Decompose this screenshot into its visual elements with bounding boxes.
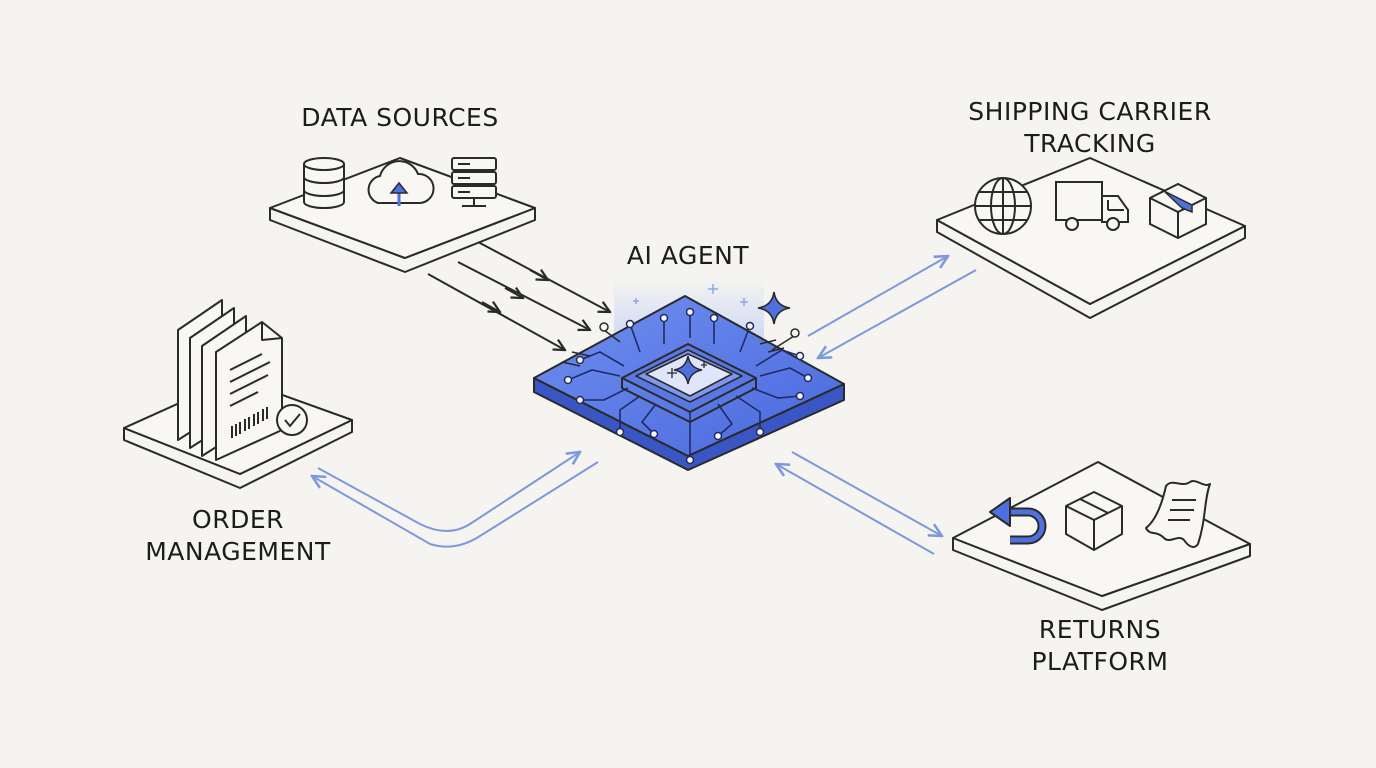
shipping-title: SHIPPING CARRIER TRACKING (930, 96, 1250, 160)
check-circle-icon (276, 404, 308, 436)
ai-agent-title-text: AI AGENT (626, 241, 750, 270)
globe-icon (974, 177, 1032, 235)
database-icon (303, 157, 345, 209)
cloud-upload-icon (367, 160, 435, 206)
shipping-title-line1: SHIPPING CARRIER (968, 97, 1212, 126)
documents-icon (177, 299, 283, 461)
returns-connector (776, 451, 942, 555)
sparkle-icon (633, 284, 791, 385)
returns-title: RETURNS PLATFORM (990, 614, 1210, 678)
package-icon (1149, 182, 1207, 240)
data-sources-title: DATA SOURCES (260, 102, 540, 134)
receipt-icon (1145, 480, 1211, 548)
order-management-title-line2: MANAGEMENT (145, 537, 331, 566)
ai-agent-title: AI AGENT (588, 240, 788, 272)
return-arrow-icon (989, 497, 1047, 545)
data-sources-title-text: DATA SOURCES (301, 103, 499, 132)
order-management-title-line1: ORDER (192, 505, 284, 534)
order-connector (312, 452, 599, 548)
box-icon (1065, 491, 1123, 551)
shipping-connector (807, 256, 977, 358)
data-flow-arrows (427, 241, 610, 350)
server-icon (451, 157, 497, 207)
returns-title-line2: PLATFORM (1031, 647, 1169, 676)
order-management-title: ORDER MANAGEMENT (118, 504, 358, 568)
returns-title-line1: RETURNS (1038, 615, 1162, 644)
barcode-icon (231, 407, 268, 438)
shipping-title-line2: TRACKING (1024, 129, 1156, 158)
truck-icon (1055, 181, 1129, 231)
